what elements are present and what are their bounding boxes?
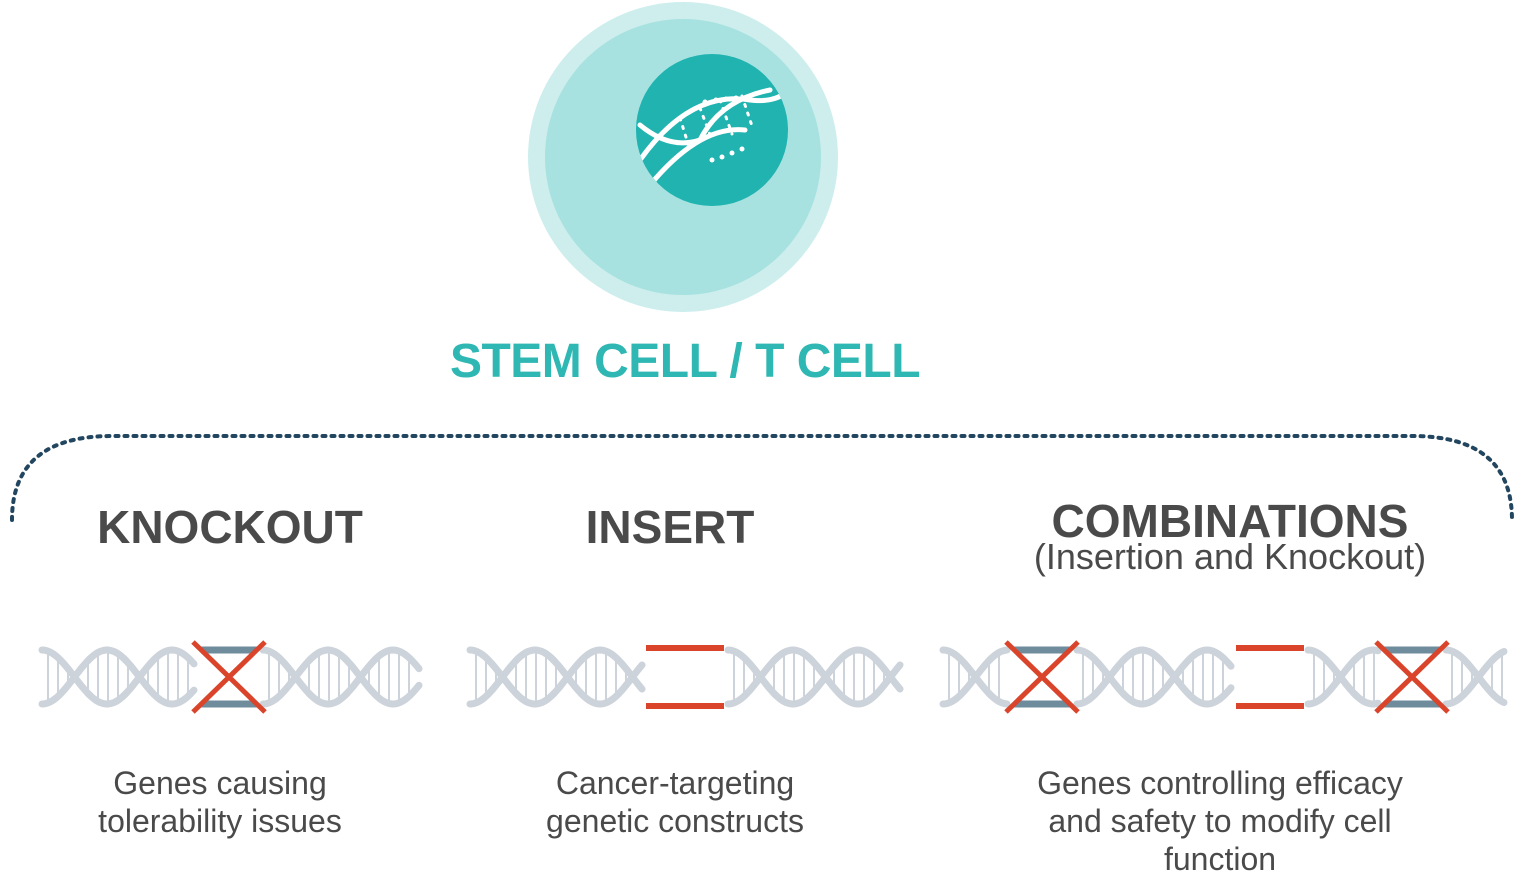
dna-strand [724,646,904,708]
knockout-x-icon [191,640,267,714]
dna-strand [939,646,1011,708]
dna-strand [1304,646,1382,708]
combinations-subheading: (Insertion and Knockout) [1033,536,1427,577]
insert-description: Cancer-targeting genetic constructs [480,764,870,840]
insert-heading: INSERT [585,501,755,553]
dna-strands [38,640,1508,714]
cell-icon [528,2,838,312]
dna-strand [259,646,423,708]
description-line: Genes controlling efficacy [1037,765,1403,801]
description-line: genetic constructs [546,803,804,839]
dna-strand [38,646,198,708]
knockout-x-icon [1004,640,1080,714]
combinations-heading: COMBINATIONS [1051,495,1409,547]
description-line: Cancer-targeting [555,765,795,801]
dna-strand [466,646,646,708]
dna-strand [38,646,198,708]
dna-strand [1073,646,1235,708]
dna-strand [1073,646,1235,708]
knockout-x-icon [1374,640,1450,714]
description-line: Genes causing [113,765,327,801]
dna-strand [466,646,646,708]
dna-strand [1304,646,1382,708]
knockout-description: Genes causing tolerability issues [40,764,400,840]
description-line: and safety to modify cell [1048,803,1392,839]
combinations-description: Genes controlling efficacy and safety to… [1000,764,1440,878]
dna-strand [1442,648,1508,708]
dotted-bracket [10,434,1514,522]
description-line: tolerability issues [98,803,342,839]
dna-strand [259,646,423,708]
dna-icon [637,67,788,188]
description-line: function [1163,841,1277,877]
dna-strand [1442,646,1508,706]
knockout-heading: KNOCKOUT [97,501,363,553]
cell-title: STEM CELL / T CELL [449,335,921,388]
dna-strand [724,646,904,708]
